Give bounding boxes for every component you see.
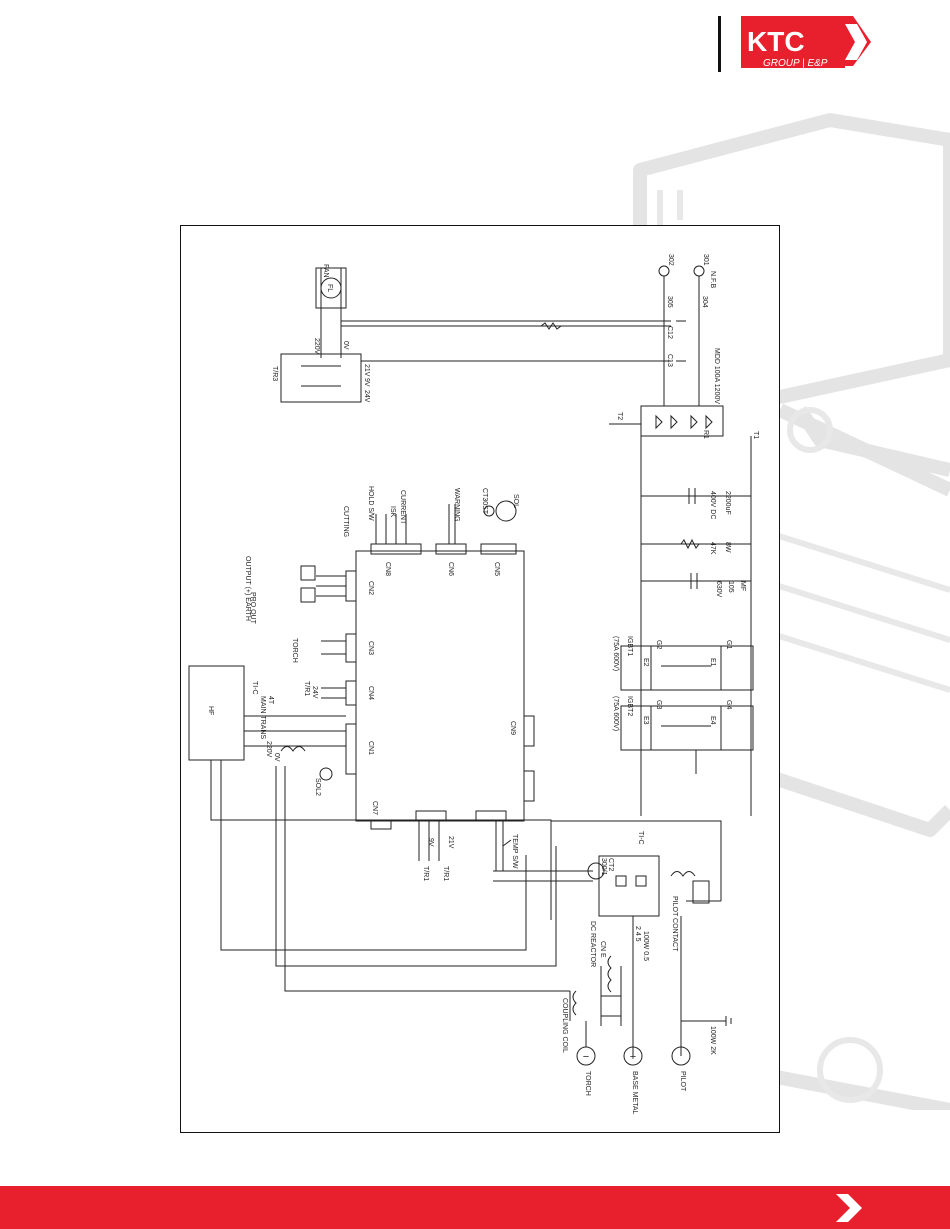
label-torch: TORCH [584,1071,591,1096]
label-e4: E4 [709,716,716,725]
label-nfb: N.F.B [709,271,716,288]
label-305: 305 [666,296,673,308]
label-igbt1-rating: (75A 600V) [612,636,619,671]
label-4t: 4T [267,696,274,705]
label-0v-b: 0V [273,753,280,762]
label-output-earth: OUTPUT (+) EARTH [244,556,251,621]
label-t1: T1 [752,431,759,439]
label-220v-b: 220V [265,741,272,758]
logo-brand: KTC [747,26,805,57]
label-tr1-c: T/R1 [442,866,449,881]
label-coupling-coil: COUPLING COIL [561,998,568,1053]
label-g4: G4 [725,700,732,709]
label-c13: C13 [666,354,673,367]
label-dc-reactor: DC REACTOR [589,921,596,967]
label-mdd: MDD 100A 1200V [713,348,720,404]
label-warning: WARNING [453,488,460,522]
label-630v: 630V [715,581,722,598]
label-tr1-b: T/R1 [422,866,429,881]
label-current: CURRENT [399,490,406,525]
label-301: 301 [702,254,709,266]
footer-bar [0,1186,950,1229]
label-e3: E3 [642,716,649,725]
label-mf: MF [739,581,746,591]
label-e2: E2 [642,658,649,667]
label-cn-e: CN E [599,941,606,958]
label-e1: E1 [709,658,716,667]
label-24v: 24V [363,390,370,403]
label-sol: SOL [512,494,519,508]
label-ti-c: TI-C [251,681,258,695]
label-fan: FAN [322,264,329,278]
label-cn3: CN3 [367,641,374,655]
label-c12: C12 [666,326,673,339]
label-ct2: CT2 [607,858,614,871]
label-0v: 0V [342,341,349,350]
chevron-right-icon [836,1194,862,1222]
label-304: 304 [701,296,708,308]
ktc-logo: KTC GROUP | E&P [741,16,871,69]
label-220v: 220V [313,338,320,355]
label-21v-b: 21V [447,836,454,849]
label-isk: ISK [389,506,396,518]
label-temp-sw: TEMP S/W [511,834,518,869]
label-fl: FL [326,284,333,292]
label-base-metal: BASE METAL [631,1071,638,1115]
label-cn8: CN8 [384,562,391,576]
label-2200uf: 2200uF [724,491,731,515]
label-cn2: CN2 [367,581,374,595]
label-100w-05: 100W 0.5 [642,931,649,961]
label-9v-b: 9V [427,838,434,847]
label-minus: − [583,1051,589,1063]
label-47k: 47K [709,542,716,555]
label-igbt1: IGBT1 [626,636,633,656]
label-cn9: CN9 [509,721,516,735]
label-cn7: CN7 [371,801,378,815]
wiring-diagram: FAN FL 220V 0V 21V 9V 24V T/R3 302 301 N… [188,254,759,1115]
label-9v: 9V [363,378,370,387]
logo-subtitle: GROUP | E&P [763,58,828,69]
label-g2: G2 [655,640,662,649]
label-24v-b: 24V [311,686,318,699]
label-21v: 21V [363,364,370,377]
label-hf: HF [207,706,214,715]
logo-divider [718,16,721,72]
label-cutting: CUTTING [342,506,349,537]
label-plus: + [630,1051,636,1063]
label-ti-c2: TI-C [637,831,644,845]
label-hold-sw: HOLD S/W [367,486,374,521]
label-302: 302 [667,254,674,266]
label-sol2: SOL2 [314,778,321,796]
label-igbt2: IGBT2 [626,696,633,716]
label-t2: T2 [616,412,623,420]
label-100w-2k: 100W 2K [709,1026,716,1055]
label-pins: 2 4 5 [634,926,641,942]
label-cn6: CN6 [447,562,454,576]
label-ct2-sub: 300/1 [600,858,607,876]
label-105: 105 [727,581,734,593]
label-8w: 8W [724,542,731,553]
label-400vdc: 400V DC [709,491,716,519]
label-main-trans: MAIN TRANS [259,696,266,739]
label-igbt2-rating: (75A 600V) [612,696,619,731]
label-g1: G1 [725,640,732,649]
label-pro-out: PRO OUT [249,592,256,625]
label-ct30st: CT30ST [481,488,488,515]
label-torch-cn: TORCH [291,638,298,663]
schematic-frame: FAN FL 220V 0V 21V 9V 24V T/R3 302 301 N… [180,225,780,1133]
label-g3: G3 [655,700,662,709]
label-pilot: PILOT [679,1071,686,1092]
label-pilot-contact: PILOT CONTACT [671,896,678,952]
label-cn1: CN1 [367,741,374,755]
label-tr3: T/R3 [271,366,278,381]
label-r1: R1 [702,430,709,439]
label-tr1: T/R1 [303,681,310,696]
label-cn4: CN4 [367,686,374,700]
label-cn5: CN5 [493,562,500,576]
